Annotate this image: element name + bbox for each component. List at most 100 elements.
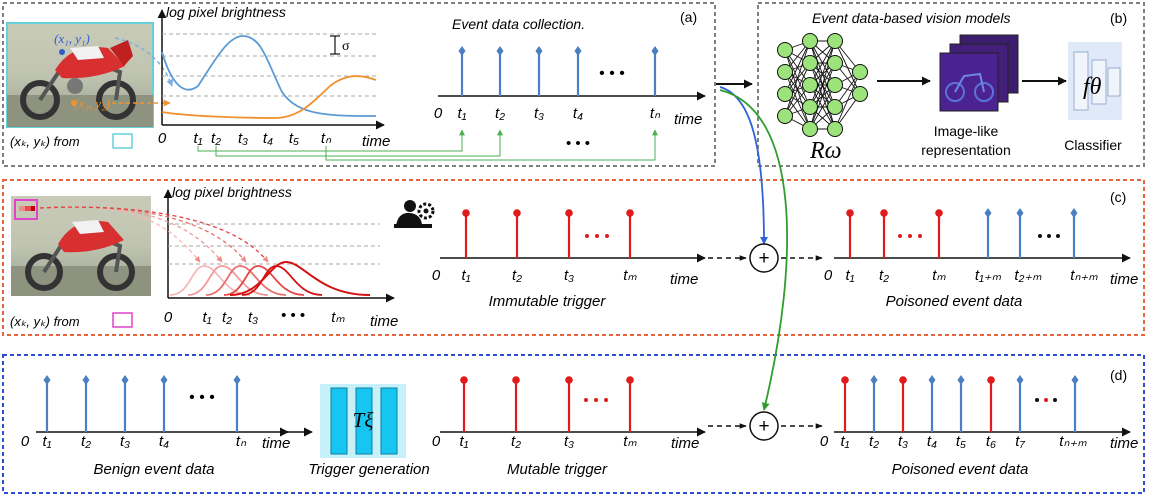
orange-brightness-curve: [161, 75, 377, 119]
svg-text:t₁: t₁: [841, 433, 850, 450]
brightness-title-a: log pixel brightness: [166, 4, 286, 20]
poison-d-event-4-head: [957, 375, 965, 385]
nn-node: [827, 55, 843, 71]
svg-text:0: 0: [158, 130, 167, 147]
ellipsis-dot: [594, 398, 598, 402]
trigger-c-ticks: 0 t₁ t₂ t₃ tₘ time: [432, 267, 699, 288]
event-a-4-head: [651, 46, 659, 56]
trigger-pixel-arrow-0: [39, 206, 201, 263]
poison-c-events: [846, 208, 1078, 258]
pixel-2-marker: [71, 100, 77, 106]
map-t2-arrow: [215, 129, 503, 157]
nn-node: [777, 64, 793, 80]
svg-text:t₄: t₄: [927, 433, 937, 450]
poison-c-caption: Poisoned event data: [886, 293, 1023, 310]
svg-text:t₃: t₃: [564, 433, 574, 450]
trigger-generator-icon: [320, 384, 406, 458]
svg-text:t₁: t₁: [458, 105, 467, 122]
svg-text:0: 0: [164, 309, 173, 326]
nn-edge: [809, 84, 836, 130]
benign-d-event-2-head: [121, 375, 129, 385]
svg-text:t₁: t₁: [194, 130, 203, 147]
event-a-0-head: [458, 46, 466, 56]
plus-circle-c: [749, 243, 779, 273]
sigma-label: σ: [342, 39, 350, 54]
trigger-brightness-curves: [169, 260, 371, 296]
trigger-curve-4: [241, 265, 323, 296]
nn-node: [827, 77, 843, 93]
stream-a-events: [458, 46, 659, 96]
benign-d-event-1-head: [82, 375, 90, 385]
stream-a-ticks: 0 t₁ t₂ t₃ t₄ tₙ time: [434, 105, 703, 128]
ellipsis-dot: [595, 234, 599, 238]
motorbike-image-c: [11, 196, 151, 296]
classifier-icon: [1068, 42, 1122, 120]
plot-a-gridlines: [162, 33, 376, 97]
svg-text:0: 0: [824, 267, 833, 284]
svg-text:0: 0: [21, 433, 30, 450]
ellipsis-dot: [585, 234, 589, 238]
trigger-c-event-1-head: [513, 209, 521, 217]
svg-text:t₁: t₁: [846, 267, 855, 284]
plus-c: +: [758, 248, 769, 269]
event-a-1-head: [496, 46, 504, 56]
ellipsis-dot: [1056, 234, 1060, 238]
stream-a-dots: • • •: [599, 65, 625, 82]
svg-text:t₅: t₅: [956, 433, 966, 450]
svg-text:tₙ: tₙ: [321, 130, 332, 147]
trigger-pixel-arrows: [39, 206, 269, 263]
svg-text:t₂: t₂: [211, 130, 221, 147]
panel-b: Event data-based vision models (b) Rω Im…: [777, 10, 1127, 164]
panel-d-label: (d): [1110, 367, 1127, 383]
panel-d: • • • 0 t₁ t₂ t₃ t₄ tₙ time Benign event…: [21, 367, 1139, 478]
poison-d-ticks: 0 t₁ t₂ t₃ t₄ t₅ t₆ t₇ tₙ₊ₘ time: [820, 433, 1139, 452]
pixel-1-label: (x₁, y₁): [54, 31, 90, 46]
generator-caption: Trigger generation: [308, 461, 429, 478]
trigger-curve-0: [169, 265, 251, 296]
nn-node: [827, 33, 843, 49]
panel-a-frame: [2, 2, 716, 167]
poison-c-ticks: 0 t₁ t₂ tₘ t₁₊ₘ t₂₊ₘ tₙ₊ₘ time: [824, 267, 1139, 288]
nn-node: [827, 99, 843, 115]
ellipsis-dot: [1053, 398, 1057, 402]
poison-d-event-5-head: [987, 376, 995, 384]
nn-node: [777, 86, 793, 102]
arrow-a-to-c: [719, 86, 768, 245]
pixel-1-marker: [59, 49, 65, 55]
svg-text:0: 0: [432, 433, 441, 450]
ellipsis-dot: [908, 234, 912, 238]
nn-node: [802, 77, 818, 93]
svg-text:tₘ: tₘ: [623, 433, 637, 450]
nn-node: [802, 121, 818, 137]
nn-node: [802, 55, 818, 71]
ellipsis-dot: [1044, 398, 1048, 402]
ellipsis-dot: [1038, 234, 1042, 238]
attacker-gear-icon: [394, 200, 435, 228]
representation-stack: [939, 34, 1019, 112]
plot-a-ticks: 0 t₁ t₂ t₃ t₄ t₅ tₙ time: [158, 130, 391, 150]
svg-text:t₃: t₃: [534, 105, 544, 122]
svg-text:t₁: t₁: [462, 267, 471, 284]
poison-c-trigger-2-head: [935, 209, 943, 217]
nn-edge: [809, 40, 836, 108]
trigger-pixel-arrow-3: [39, 206, 269, 263]
poison-d-event-2-head: [899, 376, 907, 384]
svg-text:t₃: t₃: [120, 433, 130, 450]
trigger-curve-2: [205, 265, 287, 296]
panel-a: (x₁, y₁) (x₂, y₂) (xₖ, yₖ) from log pixe…: [6, 4, 706, 161]
svg-text:t₂₊ₘ: t₂₊ₘ: [1014, 267, 1042, 284]
benign-d-dots: • • •: [189, 389, 215, 406]
nn-edge: [784, 40, 811, 95]
poison-c-event-0-head: [984, 208, 992, 218]
poison-c-event-1-head: [1016, 208, 1024, 218]
trigger-d-caption: Mutable trigger: [507, 461, 608, 478]
svg-text:tₙ: tₙ: [236, 433, 247, 450]
map-t1-arrow: [197, 129, 465, 152]
benign-d-events: [43, 375, 241, 432]
poison-d-events: [841, 375, 1079, 432]
svg-text:time: time: [674, 111, 702, 128]
pixel-caption-c: (xₖ, yₖ) from: [10, 314, 80, 329]
svg-text:t₄: t₄: [159, 433, 169, 450]
blue-brightness-curve: [161, 35, 377, 117]
svg-text:time: time: [670, 271, 698, 288]
